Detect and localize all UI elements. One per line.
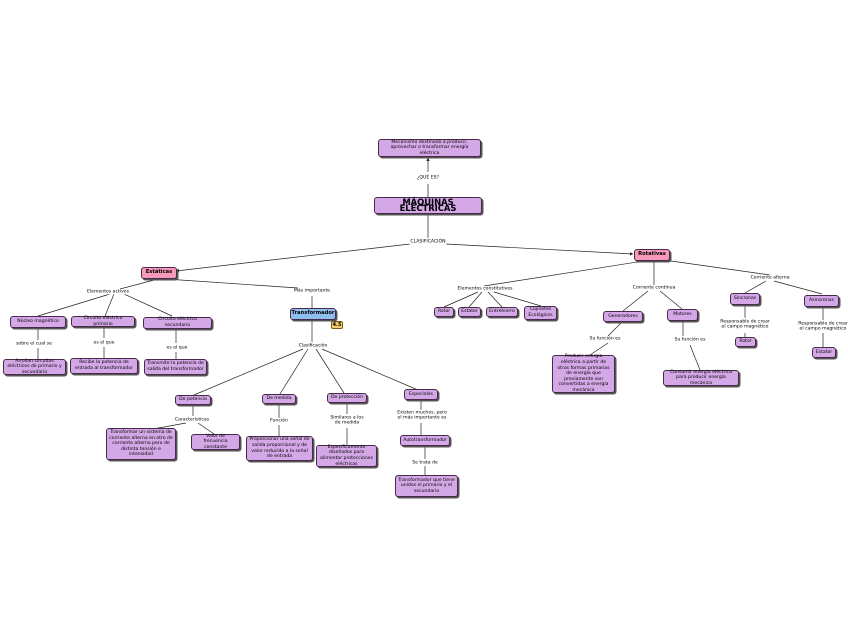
link-es-el-que-secundario: es el que xyxy=(165,345,189,351)
autotransformador-node[interactable]: Autotransformador xyxy=(400,435,450,446)
de-proteccion-node[interactable]: De protección xyxy=(327,393,367,403)
main-topic-node[interactable]: MÁQUINAS ELÉCTRICAS xyxy=(374,197,482,214)
de-medida-node[interactable]: De medida xyxy=(262,394,296,404)
asincronas-node[interactable]: Asíncronas xyxy=(804,295,839,307)
link-responsable-asincronas: Responsable de crear el campo magnético xyxy=(797,321,848,333)
link-funcion-motores: Su función es xyxy=(673,337,707,343)
rotor-sincronas-node[interactable]: Rotor xyxy=(735,337,756,347)
link-clasificacion: CLASIFICACIÓN xyxy=(409,239,447,245)
frecuencia-node[interactable]: Valor de frecuencia constante xyxy=(191,434,240,450)
link-similares: Similares a los de medida xyxy=(328,415,366,427)
sincronas-node[interactable]: Síncronas xyxy=(730,293,760,305)
link-sobre-el-cual: sobre el cual se xyxy=(15,341,53,347)
link-responsable-sincronas: Responsable de crear el campo magnético xyxy=(719,319,771,331)
circuito-primario-node[interactable]: Circuito eléctrico primario xyxy=(71,316,135,327)
link-caracteristicas: Características xyxy=(173,417,211,423)
transformador-node[interactable]: Transformador xyxy=(290,308,336,320)
link-elementos-constitutivos: Elementos constitutivos xyxy=(456,286,514,292)
link-clasificacion-transformador: Clasificación xyxy=(297,343,329,349)
link-elementos-activos: Elementos activos xyxy=(85,289,131,295)
estator-element-node[interactable]: Estator xyxy=(458,307,481,317)
link-es-el-que-primario: es el que xyxy=(92,340,116,346)
link-corriente-continua: Corriente continua xyxy=(631,285,677,291)
circuito-secundario-node[interactable]: Circuito eléctrico secundario xyxy=(143,317,212,329)
rotativas-node[interactable]: Rotativas xyxy=(634,249,670,261)
motores-node[interactable]: Motores xyxy=(667,309,698,321)
autotransformador-desc-node[interactable]: Transformador que tiene unidos el primar… xyxy=(395,475,458,497)
definition-node[interactable]: Mecanismo destinado a producir, aprovech… xyxy=(378,139,481,157)
link-se-trata-de: Se trata de xyxy=(411,460,439,466)
link-existen-muchos: Existen muchos, pero el más importante e… xyxy=(395,410,449,422)
link-mas-importante: Más importante xyxy=(292,288,332,294)
link-funcion-generadores: Su función es xyxy=(588,336,622,342)
link-corriente-alterna: Corriente alterna xyxy=(749,275,791,281)
secundario-desc-node[interactable]: Transmite la potencia de salida del tran… xyxy=(144,359,207,375)
primario-desc-node[interactable]: Recibe la potencia de entrada al transfo… xyxy=(70,358,138,374)
link-funcion: Función xyxy=(269,418,289,424)
rating-badge[interactable]: 4.5 xyxy=(331,321,343,329)
proteccion-desc-node[interactable]: Específicamente diseñados para alimentar… xyxy=(316,445,377,467)
cojinetes-element-node[interactable]: Cojinetes Ecológicos xyxy=(524,306,557,320)
medida-desc-node[interactable]: Proporcionar una señal de salida proporc… xyxy=(246,436,313,461)
de-potencia-node[interactable]: De potencia xyxy=(175,395,211,405)
generadores-desc-node[interactable]: Producir energía eléctrica a partir de o… xyxy=(552,354,615,393)
motores-desc-node[interactable]: Consumir energía eléctrica para producir… xyxy=(663,370,739,386)
entrehierro-element-node[interactable]: Entrehierro xyxy=(486,307,518,317)
nucleo-desc-node[interactable]: Arrollan circuitos eléctricos de primari… xyxy=(3,359,66,375)
generadores-node[interactable]: Generadores xyxy=(603,311,643,322)
rotor-element-node[interactable]: Rotor xyxy=(434,307,454,317)
estaticas-node[interactable]: Estáticas xyxy=(141,267,177,279)
estator-asincronas-node[interactable]: Estator xyxy=(812,347,836,358)
especiales-node[interactable]: Especiales xyxy=(404,389,438,400)
link-que-es: ¿QUÉ ES? xyxy=(415,175,441,181)
potencia-desc-node[interactable]: Transformar un sistema de corriente alte… xyxy=(106,428,176,460)
nucleo-magnetico-node[interactable]: Núcleo magnético xyxy=(10,316,66,328)
